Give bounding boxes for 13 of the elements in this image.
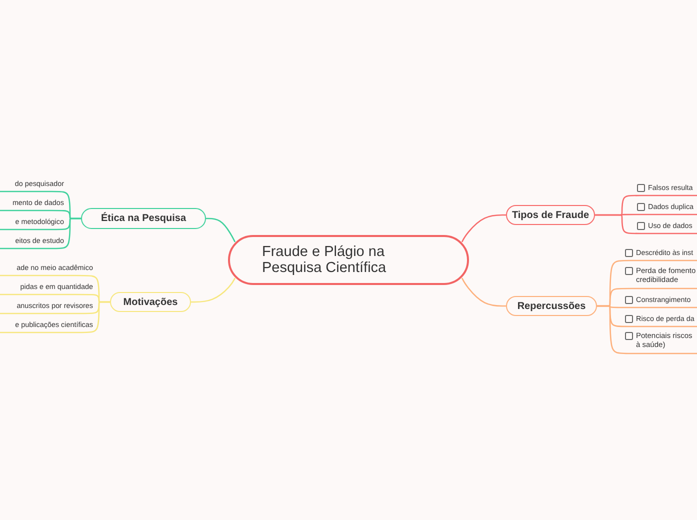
connector-line — [461, 214, 506, 242]
topic-box: Motivações — [110, 292, 191, 312]
connector-line — [461, 278, 506, 307]
connector-line — [0, 301, 110, 334]
topic-box: Tipos de Fraude — [506, 205, 595, 225]
topic-box: Repercussões — [506, 296, 597, 316]
connector-line — [595, 214, 697, 234]
connector-line — [597, 305, 697, 354]
central-topic: Fraude e Plágio na Pesquisa Científica — [228, 235, 469, 285]
topic-box: Ética na Pesquisa — [81, 208, 206, 229]
connector-line — [191, 278, 236, 303]
connector-line — [206, 218, 236, 242]
connector-line — [0, 218, 81, 250]
